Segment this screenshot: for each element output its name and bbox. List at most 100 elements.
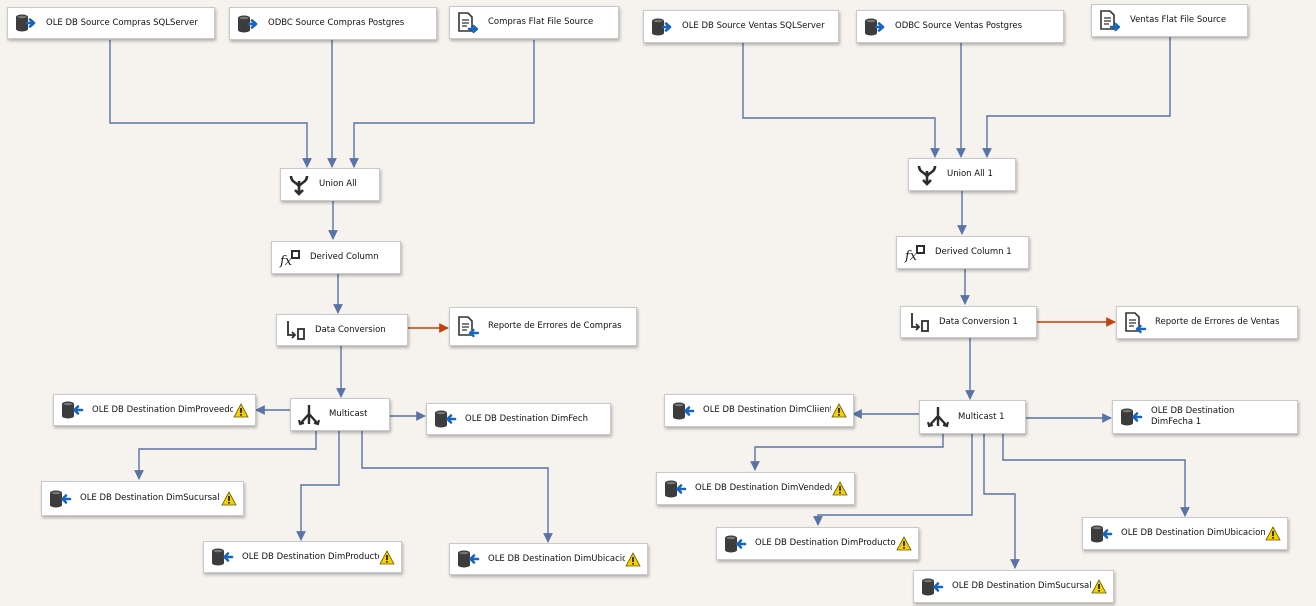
warning-icon[interactable]: [625, 551, 641, 567]
dest-dimubicacion[interactable]: OLE DB Destination DimUbicacion: [449, 543, 648, 575]
ole-db-source-ventas-sqlserver[interactable]: OLE DB Source Ventas SQLServer: [643, 10, 839, 43]
warning-icon[interactable]: [233, 402, 249, 418]
flat-file-source-icon: [456, 11, 480, 35]
component-label: OLE DB Destination DimProveedor: [92, 404, 233, 415]
reporte-errores-ventas[interactable]: Reporte de Errores de Ventas: [1116, 306, 1298, 339]
component-label: OLE DB Destination DimSucursal: [80, 493, 220, 503]
path-compras-sql-to-union[interactable]: [109, 40, 312, 168]
path-ventas-flat-to-union[interactable]: [982, 37, 1171, 158]
compras-flat-file-source[interactable]: Compras Flat File Source: [449, 6, 619, 39]
component-label: Data Conversion 1: [939, 316, 1018, 327]
data-conversion-icon: [283, 318, 307, 342]
warning-icon[interactable]: [832, 481, 848, 496]
database-destination-icon: [671, 399, 695, 423]
union-all[interactable]: Union All: [280, 168, 380, 201]
dest-dimcliiente[interactable]: OLE DB Destination DimCliiente: [664, 394, 854, 427]
flat-file-source-icon: [1098, 9, 1122, 33]
path-ventas-multicast-to-productov[interactable]: [813, 434, 973, 526]
database-source-icon: [650, 15, 674, 39]
dest-dimubicacionv[interactable]: OLE DB Destination DimUbicacionV: [1082, 517, 1288, 550]
dest-dimproductov[interactable]: OLE DB Destination DimProductoV: [716, 527, 919, 560]
flat-file-destination-icon: [1123, 311, 1147, 335]
dest-dimproducto[interactable]: OLE DB Destination DimProducto: [203, 541, 402, 573]
warning-icon[interactable]: [221, 491, 237, 506]
multicast-icon: [297, 403, 321, 427]
dest-dimfecha-1[interactable]: OLE DB Destination DimFecha 1: [1112, 400, 1298, 434]
path-ventas-multicast-to-ubicacionv[interactable]: [1002, 434, 1190, 517]
component-label: Data Conversion: [315, 324, 386, 335]
database-destination-icon: [663, 477, 687, 501]
odbc-source-compras-postgres[interactable]: ODBC Source Compras Postgres: [229, 7, 437, 40]
dest-dimvendedor[interactable]: OLE DB Destination DimVendedor: [656, 472, 855, 505]
data-conversion-1[interactable]: Data Conversion 1: [900, 306, 1037, 338]
path-compras-multicast-to-ubicacion[interactable]: [361, 431, 553, 543]
database-destination-icon: [210, 545, 234, 569]
database-source-icon: [14, 11, 38, 35]
dest-dimproveedor[interactable]: OLE DB Destination DimProveedor: [53, 394, 256, 426]
data-conversion[interactable]: Data Conversion: [276, 314, 408, 346]
path-ventas-sql-to-union[interactable]: [742, 43, 940, 158]
component-label: Reporte de Errores de Ventas: [1155, 317, 1280, 327]
reporte-errores-compras[interactable]: Reporte de Errores de Compras: [449, 307, 637, 346]
warning-icon[interactable]: [1091, 579, 1107, 594]
derived-column[interactable]: fx Derived Column: [271, 241, 401, 274]
component-label: Derived Column: [310, 252, 379, 262]
database-destination-icon: [60, 398, 84, 422]
derived-column-1[interactable]: fx Derived Column 1: [896, 236, 1029, 269]
component-label: OLE DB Destination DimFecha 1: [1151, 406, 1235, 427]
component-label: OLE DB Destination DimUbicacionV: [1121, 528, 1265, 538]
database-destination-icon: [48, 487, 72, 511]
union-all-icon: [915, 163, 939, 187]
component-label: Union All: [319, 179, 357, 189]
svg-text:fx: fx: [904, 249, 918, 264]
database-destination-icon: [1089, 522, 1113, 546]
component-label: OLE DB Source Compras SQLServer: [46, 17, 198, 28]
multicast[interactable]: Multicast: [290, 398, 390, 431]
warning-icon[interactable]: [1265, 526, 1281, 541]
component-label: OLE DB Destination DimSucursalV: [952, 581, 1091, 591]
dest-dimsucursal[interactable]: OLE DB Destination DimSucursal: [41, 481, 244, 516]
union-all-1[interactable]: Union All 1: [908, 158, 1016, 191]
path-compras-flat-to-union[interactable]: [349, 40, 535, 168]
component-label: Union All 1: [947, 169, 993, 179]
component-label: Derived Column 1: [935, 247, 1012, 257]
database-destination-icon: [433, 407, 457, 431]
database-source-icon: [863, 15, 887, 39]
component-label: OLE DB Destination DimCliiente: [703, 405, 831, 415]
database-destination-icon: [920, 575, 944, 599]
path-ventas-multicast-to-vendedor[interactable]: [750, 434, 944, 471]
component-label: ODBC Source Ventas Postgres: [895, 21, 1023, 31]
derived-column-icon: fx: [903, 241, 927, 265]
component-label: OLE DB Destination DimProductoV: [755, 538, 896, 548]
component-label: OLE DB Destination DimUbicacion: [488, 553, 625, 564]
multicast-1[interactable]: Multicast 1: [919, 400, 1026, 434]
path-compras-multicast-to-sucursal[interactable]: [134, 431, 317, 480]
path-compras-multicast-to-producto[interactable]: [296, 431, 340, 541]
svg-text:fx: fx: [279, 254, 293, 269]
component-label: Multicast 1: [958, 411, 1005, 422]
warning-icon[interactable]: [896, 536, 912, 551]
database-source-icon: [236, 12, 260, 36]
dest-dimfecha[interactable]: OLE DB Destination DimFecha: [426, 403, 611, 435]
path-ventas-multicast-to-sucursalv[interactable]: [983, 434, 1020, 569]
multicast-icon: [926, 405, 950, 429]
odbc-source-ventas-postgres[interactable]: ODBC Source Ventas Postgres: [856, 10, 1064, 43]
warning-icon[interactable]: [831, 403, 847, 418]
component-label: Compras Flat File Source: [488, 17, 594, 27]
component-label: OLE DB Destination DimFecha: [465, 413, 588, 424]
component-label: OLE DB Destination DimVendedor: [695, 483, 832, 493]
ole-db-source-compras-sqlserver[interactable]: OLE DB Source Compras SQLServer: [7, 7, 215, 39]
database-destination-icon: [1119, 405, 1143, 429]
derived-column-icon: fx: [278, 246, 302, 270]
dest-dimsucursalv[interactable]: OLE DB Destination DimSucursalV: [913, 570, 1114, 603]
component-label: OLE DB Source Ventas SQLServer: [682, 21, 825, 31]
database-destination-icon: [723, 532, 747, 556]
component-label: OLE DB Destination DimProducto: [242, 551, 379, 562]
component-label: ODBC Source Compras Postgres: [268, 18, 405, 28]
database-destination-icon: [456, 547, 480, 571]
component-label: Reporte de Errores de Compras: [488, 321, 622, 331]
data-conversion-icon: [907, 310, 931, 334]
component-label: Multicast: [329, 409, 368, 419]
ventas-flat-file-source[interactable]: Ventas Flat File Source: [1091, 4, 1248, 37]
warning-icon[interactable]: [379, 549, 395, 565]
